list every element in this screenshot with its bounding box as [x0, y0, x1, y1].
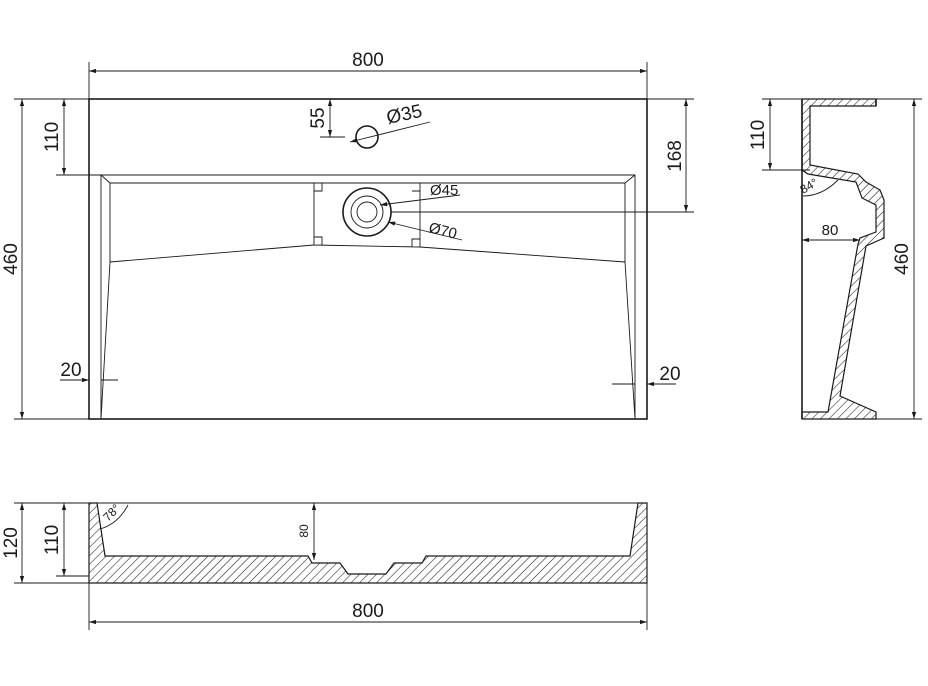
front-inner-height-dim: 110 [42, 525, 63, 555]
top-height-dim: 460 [1, 243, 22, 275]
top-drain-inner-dim: Ø45 [430, 182, 458, 199]
front-angle-dim: 78° [100, 501, 123, 524]
drain-center-circle [356, 201, 378, 223]
side-depth-dim: 80 [822, 222, 839, 239]
basin-floor-edges [109, 182, 626, 263]
top-tap-depth-dim: 55 [308, 107, 329, 128]
top-wall-left-dim: 20 [60, 360, 81, 381]
top-view: 800 460 110 55 Ø35 168 Ø45 Ø70 20 [1, 50, 694, 420]
top-wall-right-dim: 20 [659, 364, 680, 385]
drain-inner-circle [350, 195, 384, 229]
side-view: 110 460 84° 80 [748, 98, 922, 420]
tap-hole [355, 125, 379, 149]
basin-outline [88, 98, 648, 420]
front-basin-depth-dim: 80 [297, 524, 311, 538]
drain-outer-circle [342, 187, 392, 237]
top-tap-offset-dim: 110 [42, 122, 63, 152]
top-drain-offset-dim: 168 [665, 140, 686, 172]
front-width-dim: 800 [352, 601, 384, 622]
drain-box [313, 182, 421, 248]
side-section-hatch [801, 98, 885, 420]
front-section-hatch [88, 502, 648, 584]
front-view: 120 110 80 78° 800 [1, 501, 648, 630]
top-drain-outer-dim: Ø70 [427, 219, 459, 242]
side-top-height-dim: 110 [748, 120, 769, 150]
top-width-dim: 800 [352, 50, 384, 71]
front-outer-height-dim: 120 [1, 527, 22, 559]
basin-sidewall-lines [100, 174, 636, 420]
side-total-height-dim: 460 [892, 243, 913, 275]
